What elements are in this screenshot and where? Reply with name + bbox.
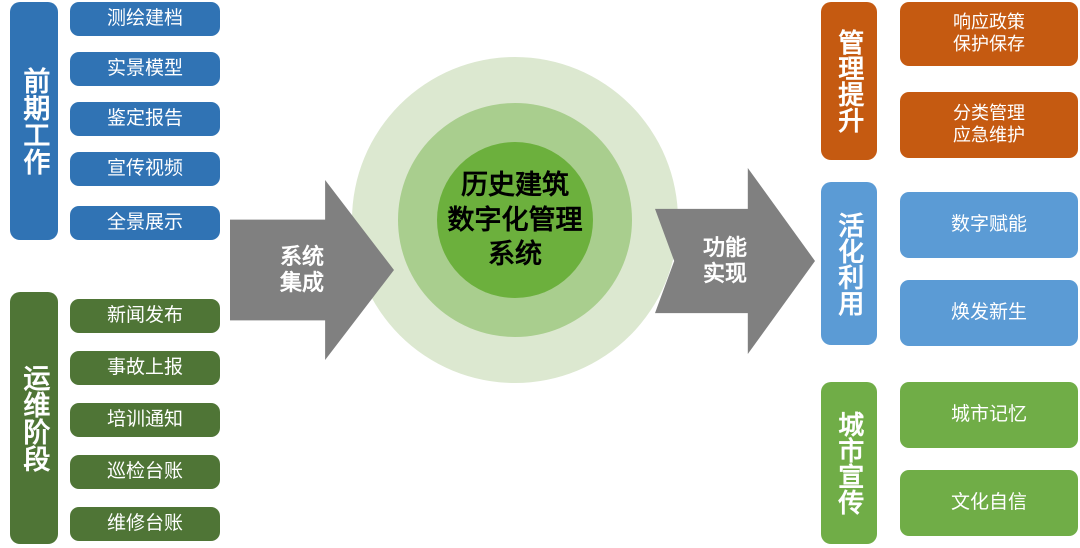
left-item-news-release[interactable]: 新闻发布 [70, 299, 220, 333]
right-item-classified-management-line1: 分类管理 [953, 103, 1025, 124]
left-item-surveying-archive-label: 测绘建档 [106, 8, 183, 30]
left-item-inspection-ledger-label: 巡检台账 [106, 461, 183, 483]
right-item-digital-empowerment-label: 数字赋能 [950, 214, 1027, 236]
left-item-incident-report-label: 事故上报 [106, 357, 183, 379]
left-item-maintenance-ledger-label: 维修台账 [106, 513, 183, 535]
left-item-appraisal-report-label: 鉴定报告 [106, 108, 183, 130]
left-item-promo-video[interactable]: 宣传视频 [70, 152, 220, 186]
right-item-cultural-confidence-label: 文化自信 [950, 492, 1027, 514]
left-item-panorama-display[interactable]: 全景展示 [70, 206, 220, 240]
right-item-digital-empowerment[interactable]: 数字赋能 [900, 192, 1078, 258]
right-item-new-vitality[interactable]: 焕发新生 [900, 280, 1078, 346]
arrow-function-realization-label: 功能 实现 [702, 235, 747, 286]
right-group-bar-city-promotion[interactable]: 城市宣传 [821, 382, 877, 544]
right-item-cultural-confidence[interactable]: 文化自信 [900, 470, 1078, 536]
left-item-reality-model-label: 实景模型 [106, 58, 183, 80]
right-item-classified-management-line2: 应急维护 [953, 125, 1025, 145]
left-item-incident-report[interactable]: 事故上报 [70, 351, 220, 385]
arrow-system-integration-label: 系统 集成 [279, 244, 324, 295]
center-system-title: 历史建筑 数字化管理 系统 [400, 168, 630, 272]
right-group-bar-revitalization-label: 活化利用 [834, 211, 865, 316]
left-item-training-notice[interactable]: 培训通知 [70, 403, 220, 437]
left-item-surveying-archive[interactable]: 测绘建档 [70, 2, 220, 36]
left-item-training-notice-label: 培训通知 [106, 409, 183, 431]
left-item-appraisal-report[interactable]: 鉴定报告 [70, 102, 220, 136]
left-item-news-release-label: 新闻发布 [106, 305, 183, 327]
left-item-reality-model[interactable]: 实景模型 [70, 52, 220, 86]
right-item-new-vitality-label: 焕发新生 [950, 302, 1027, 324]
right-group-bar-management[interactable]: 管理提升 [821, 2, 877, 160]
center-title-line2: 数字化管理 [447, 204, 583, 235]
right-item-classified-management[interactable]: 分类管理 应急维护 [900, 92, 1078, 158]
ring-core-circle [437, 142, 593, 298]
right-item-city-memory-label: 城市记忆 [950, 404, 1027, 426]
left-item-maintenance-ledger[interactable]: 维修台账 [70, 507, 220, 541]
left-item-inspection-ledger[interactable]: 巡检台账 [70, 455, 220, 489]
right-group-bar-city-promotion-label: 城市宣传 [834, 411, 865, 515]
right-item-policy-response[interactable]: 响应政策 保护保存 [900, 2, 1078, 66]
right-group-bar-revitalization[interactable]: 活化利用 [821, 182, 877, 345]
left-item-panorama-display-label: 全景展示 [106, 212, 183, 234]
right-item-policy-response-line1: 响应政策 [953, 12, 1025, 33]
center-title-line3: 系统 [488, 239, 542, 270]
left-group-bar-operations-label: 运维阶段 [19, 364, 50, 472]
left-group-bar-preliminary-label: 前期工作 [19, 67, 50, 175]
right-item-city-memory[interactable]: 城市记忆 [900, 382, 1078, 448]
left-item-promo-video-label: 宣传视频 [106, 158, 183, 180]
arrow-function-realization: 功能 实现 [655, 168, 815, 354]
left-group-bar-operations[interactable]: 运维阶段 [10, 292, 58, 544]
right-group-bar-management-label: 管理提升 [834, 29, 865, 133]
right-item-policy-response-line2: 保护保存 [953, 34, 1025, 54]
left-group-bar-preliminary[interactable]: 前期工作 [10, 2, 58, 240]
center-title-line1: 历史建筑 [461, 170, 569, 200]
